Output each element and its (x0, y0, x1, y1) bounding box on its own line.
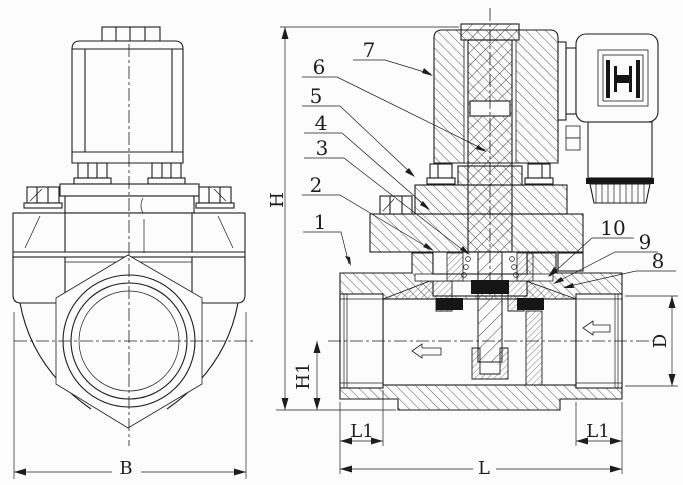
dimension-B: B (13, 312, 247, 479)
dim-label-L: L (478, 458, 490, 479)
side-bolt-left (23, 186, 63, 209)
callout-5: 5 (302, 84, 415, 177)
flow-arrow-right (582, 320, 611, 336)
seal-right (517, 298, 544, 310)
side-bolt-right (195, 186, 235, 209)
connector-neck (587, 121, 653, 179)
callout-label-4: 4 (315, 111, 328, 135)
dimension-L1-left: L1 (339, 390, 384, 474)
bonnet-bolt (379, 195, 413, 215)
callout-label-2: 2 (310, 173, 323, 197)
section-view (328, 8, 659, 411)
callout-label-8: 8 (652, 249, 665, 273)
dimension-H1: H1 (293, 341, 321, 410)
pilot-seal (471, 280, 509, 294)
dim-label-B: B (119, 458, 132, 479)
callout-label-5: 5 (310, 84, 323, 108)
din-connector (557, 33, 659, 204)
callout-9: 9 (553, 230, 658, 284)
dim-label-D: D (650, 334, 671, 348)
cable-gland-collar (586, 178, 654, 184)
dimension-L1-right: L1 (575, 402, 623, 474)
flow-arrow-left (411, 343, 442, 359)
dimension-D: D (625, 295, 678, 387)
callouts: 1 2 3 4 5 6 7 (302, 38, 676, 288)
mounting-plate-front (59, 183, 200, 197)
callout-label-7: 7 (363, 38, 376, 62)
dim-label-L1-left: L1 (350, 421, 373, 442)
callout-label-9: 9 (639, 230, 652, 254)
coil-top-bolts (101, 26, 161, 42)
front-view: B (12, 26, 254, 479)
callout-4: 4 (304, 111, 430, 210)
callout-label-3: 3 (316, 136, 329, 160)
callout-label-1: 1 (314, 210, 327, 234)
callout-label-10: 10 (600, 216, 625, 240)
dim-label-H1: H1 (293, 362, 314, 389)
callout-3: 3 (304, 136, 470, 255)
dimensions: H H1 L1 L1 (267, 26, 678, 479)
dim-label-L1-right: L1 (586, 421, 609, 442)
connector-symbol (606, 60, 640, 98)
callout-label-6: 6 (313, 55, 326, 79)
coil-front (71, 40, 184, 164)
bonnet-front (64, 195, 195, 214)
dimension-L: L (340, 458, 622, 479)
callout-1: 1 (303, 210, 351, 266)
dim-label-H: H (267, 192, 288, 208)
callout-2: 2 (302, 173, 434, 251)
seal-left (436, 298, 463, 310)
cable-gland-nut (589, 183, 651, 204)
callout-10: 10 (548, 216, 634, 277)
dimension-H: H (267, 26, 459, 411)
callout-7: 7 (353, 38, 433, 76)
flow-arrows (411, 320, 611, 359)
callout-8: 8 (563, 249, 676, 288)
callout-6: 6 (302, 55, 487, 152)
pilot-passage-wall (525, 310, 543, 386)
